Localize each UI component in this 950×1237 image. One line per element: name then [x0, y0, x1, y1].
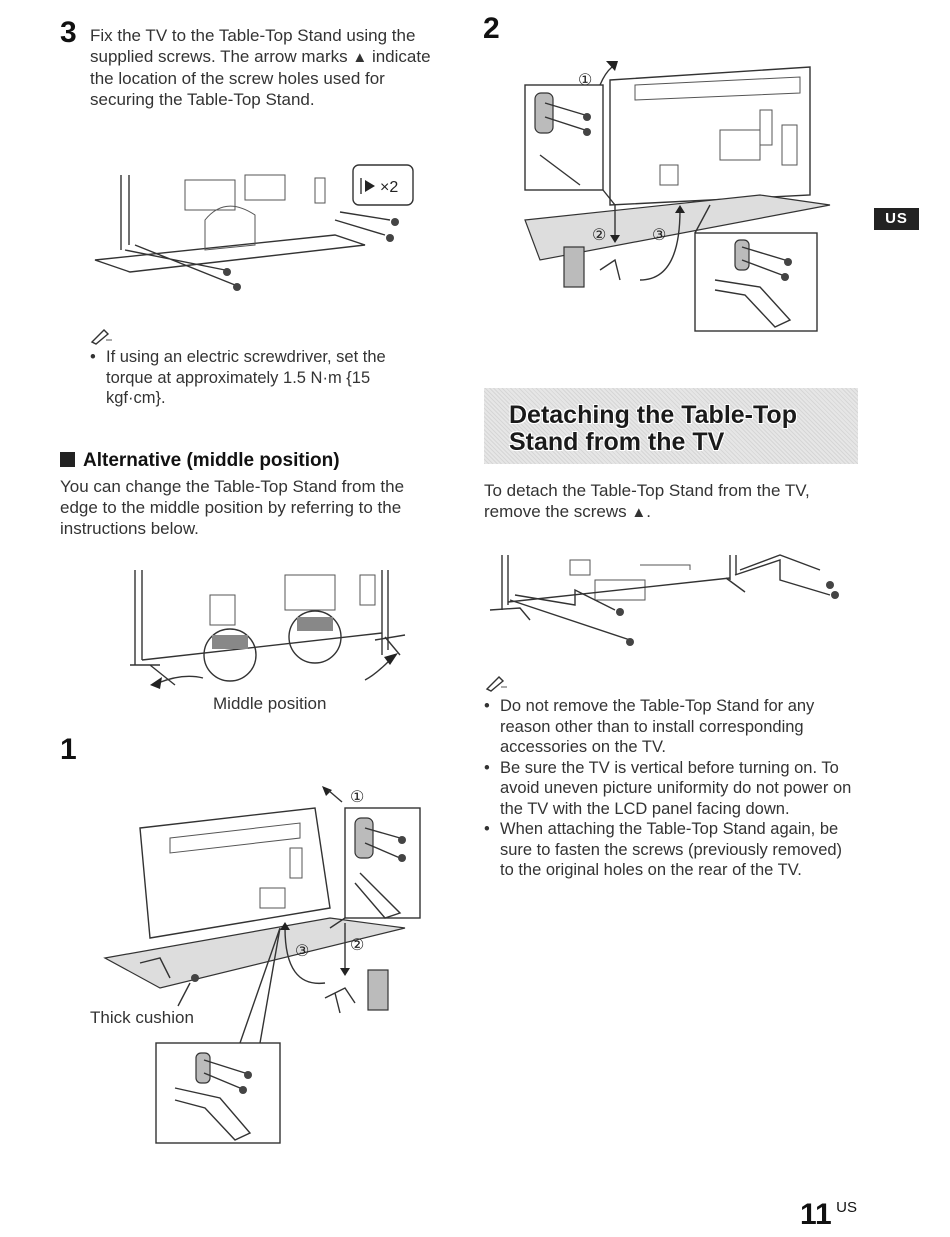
detaching-heading-line-2: Stand from the TV	[509, 428, 725, 456]
note-pencil-icon-2	[485, 676, 507, 692]
step-3-text: Fix the TV to the Table-Top Stand using …	[90, 26, 416, 66]
detaching-heading-line-1: Detaching the Table-Top	[509, 401, 797, 429]
detach-note-1: Do not remove the Table-Top Stand for an…	[482, 696, 854, 758]
screw-arrow-mark-icon: ▲	[352, 49, 368, 66]
alternative-text: You can change the Table-Top Stand from …	[60, 477, 405, 538]
middle-position-label: Middle position	[213, 694, 327, 713]
note-bullet: If using an electric screwdriver, set th…	[88, 347, 428, 409]
detach-note-2: Be sure the TV is vertical before turnin…	[482, 758, 854, 820]
step-3-instructions: Fix the TV to the Table-Top Stand using …	[90, 25, 435, 110]
page-number-value: 11	[800, 1198, 832, 1231]
circled-three-step2: ③	[652, 227, 666, 244]
screw-count-label: ×2	[380, 179, 398, 196]
step-2-number: 2	[483, 12, 500, 45]
step-1-number: 1	[60, 733, 77, 766]
detach-text: To detach the Table-Top Stand from the T…	[484, 481, 810, 521]
note-pencil-icon	[90, 329, 112, 345]
circled-two-step2: ②	[592, 227, 606, 244]
page-number-suffix: US	[836, 1199, 858, 1216]
detach-notes: Do not remove the Table-Top Stand for an…	[482, 696, 854, 881]
step-1-illustration: ① ② ③	[103, 786, 421, 1144]
screw-arrow-mark-icon-2: ▲	[631, 504, 647, 521]
detaching-heading: Detaching the Table-Top Stand from the T…	[509, 402, 797, 456]
middle-position-illustration	[130, 570, 406, 689]
step-3-number: 3	[60, 16, 77, 49]
circled-one-step2: ①	[578, 72, 592, 89]
circled-three-step1: ③	[295, 943, 309, 960]
step-3-illustration: ×2	[94, 164, 414, 291]
step-3-note: If using an electric screwdriver, set th…	[88, 347, 428, 409]
detach-instructions: To detach the Table-Top Stand from the T…	[484, 481, 810, 521]
section-square-icon	[60, 452, 75, 467]
detach-note-3: When attaching the Table-Top Stand again…	[482, 819, 854, 881]
page-number: 11 US	[800, 1198, 857, 1232]
thick-cushion-label: Thick cushion	[90, 1008, 194, 1027]
circled-one-step1: ①	[350, 789, 364, 806]
detach-illustration	[489, 554, 839, 646]
circled-two-step1: ②	[350, 937, 364, 954]
us-language-badge: US	[874, 208, 919, 230]
step-3-text-cont: indicate the location of the screw holes…	[90, 47, 431, 109]
detaching-banner	[484, 388, 858, 464]
step-2-illustration: ① ② ③	[524, 61, 831, 332]
alternative-heading: Alternative (middle position)	[60, 450, 340, 472]
